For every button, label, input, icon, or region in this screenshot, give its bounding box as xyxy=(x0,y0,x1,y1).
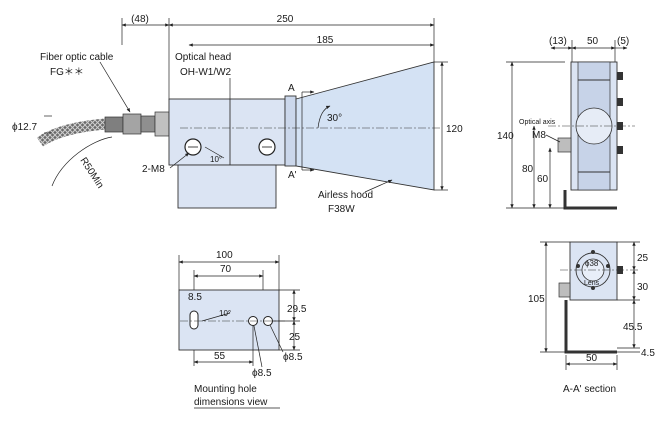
dim-8-5-label: 8.5 xyxy=(188,292,202,303)
dia-12-7-label: ϕ12.7 xyxy=(12,122,38,133)
dim-140-label: 140 xyxy=(497,131,514,142)
dim-5-label: (5) xyxy=(617,36,629,47)
section-dim-25-label: 25 xyxy=(637,253,649,264)
angle-30-label: 30° xyxy=(327,113,342,124)
fiber-cable-model: FG＊＊ xyxy=(50,67,84,78)
section-bracket xyxy=(564,300,617,354)
mount-angle-10-label: 10° xyxy=(219,309,231,318)
dim-185-label: 185 xyxy=(317,35,334,46)
bend-radius-label: R50Min xyxy=(77,156,105,191)
section-dim-50-label: 50 xyxy=(586,353,598,364)
mount-caption-line1: Mounting hole xyxy=(194,384,257,395)
end-view-bracket xyxy=(563,190,617,210)
fiber-optic-cable xyxy=(36,118,106,147)
mounting-bracket xyxy=(177,164,277,209)
end-view: (13) 50 (5) Optical axis M8 140 80 60 xyxy=(497,36,635,210)
end-dim-50-label: 50 xyxy=(587,36,599,47)
section-bolt xyxy=(558,282,571,298)
section-caption: A-A' section xyxy=(563,384,616,395)
section-a-label: A xyxy=(288,83,295,94)
section-dim-4-5-label: 4.5 xyxy=(641,348,655,359)
optical-axis-label: Optical axis xyxy=(519,119,556,126)
bend-radius-arc xyxy=(51,136,113,187)
slot-hole xyxy=(189,310,199,330)
dim-70-label: 70 xyxy=(220,264,232,275)
m8-holes-label: 2-M8 xyxy=(142,164,165,175)
airless-hood xyxy=(295,61,435,191)
cable-nut xyxy=(122,113,142,135)
dim-250-label: 250 xyxy=(277,14,294,25)
cable-connector xyxy=(140,115,156,133)
side-view: (48) 250 185 Fiber optic cable FG＊＊ Opti… xyxy=(12,14,463,215)
dim-13-label: (13) xyxy=(549,36,567,47)
mounting-hole-view: 100 70 8.5 10° 29.5 25 55 ϕ8.5 ϕ8.5 Moun… xyxy=(178,250,307,409)
hood-flange xyxy=(284,95,297,167)
mount-dim-25-label: 25 xyxy=(289,332,301,343)
optical-head-model: OH-W1/W2 xyxy=(180,67,232,78)
lens-label: Lens xyxy=(584,280,600,287)
section-dim-105-label: 105 xyxy=(528,294,545,305)
dim-100-label: 100 xyxy=(216,250,233,261)
a-a-section-view: ϕ38 Lens 25 30 45.5 4.5 105 50 A-A' sect… xyxy=(528,241,655,395)
dim-48-label: (48) xyxy=(131,14,149,25)
dia-8-5-right-label: ϕ8.5 xyxy=(283,352,303,363)
dim-55-label: 55 xyxy=(214,351,226,362)
cable-ferrule xyxy=(104,116,124,133)
section-dim-30-label: 30 xyxy=(637,282,649,293)
angle-10-label: 10° xyxy=(210,155,222,164)
hood-label: Airless hood xyxy=(318,190,373,201)
dia-8-5-bottom-label: ϕ8.5 xyxy=(252,368,272,379)
dim-80-label: 80 xyxy=(522,164,534,175)
head-coupling xyxy=(154,111,170,137)
optical-head-label: Optical head xyxy=(175,52,231,63)
section-dim-45-5-label: 45.5 xyxy=(623,322,643,333)
dim-120-label: 120 xyxy=(446,124,463,135)
m8-bolt xyxy=(557,137,572,153)
m8-label: M8 xyxy=(532,130,546,141)
phi-38-label: ϕ38 xyxy=(585,259,599,268)
dim-60-label: 60 xyxy=(537,174,549,185)
fiber-cable-label: Fiber optic cable xyxy=(40,52,114,63)
section-a2-label: A' xyxy=(288,170,297,181)
mount-caption-line2: dimensions view xyxy=(194,397,268,408)
dim-29-5-label: 29.5 xyxy=(287,304,307,315)
hood-model: F38W xyxy=(328,204,355,215)
